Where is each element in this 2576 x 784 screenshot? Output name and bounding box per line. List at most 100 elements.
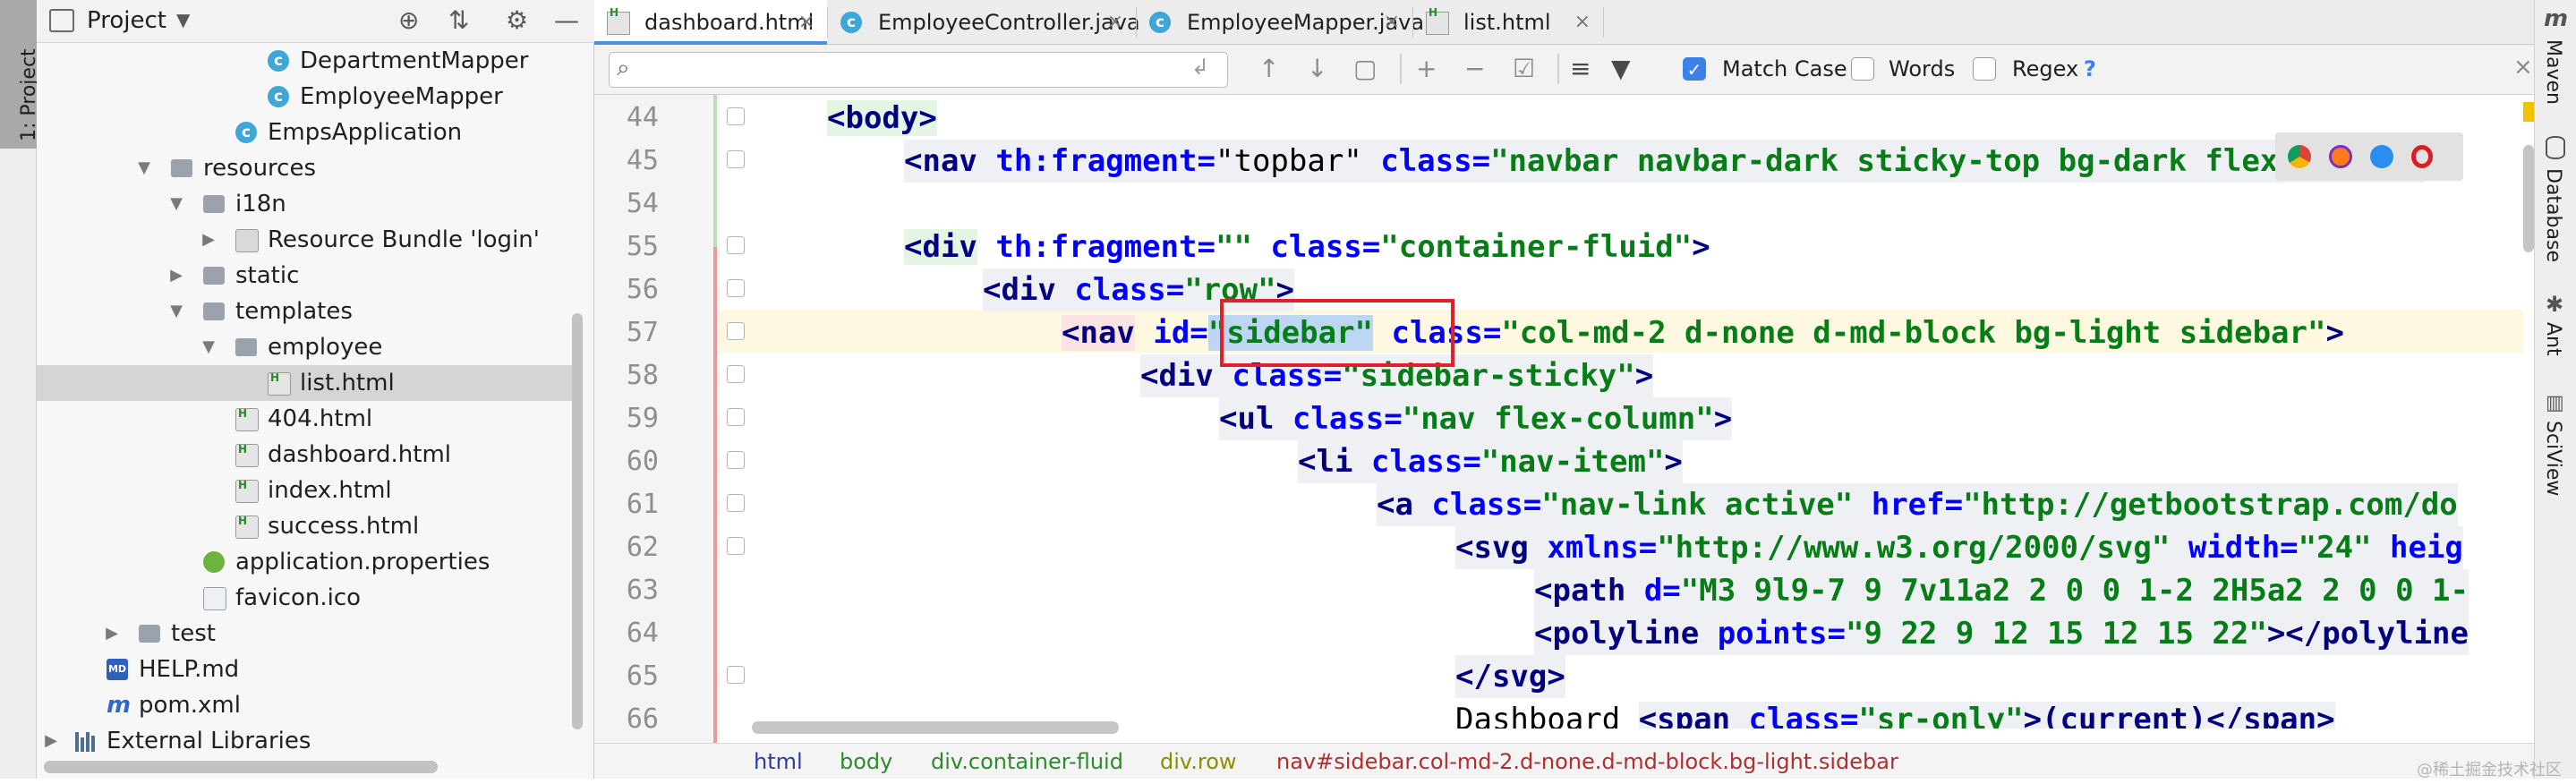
close-icon[interactable]: × — [798, 11, 815, 33]
tree-item-success-html[interactable]: success.html — [37, 503, 574, 544]
expanded-arrow-icon[interactable]: ▼ — [170, 194, 183, 213]
fold-marker[interactable] — [727, 408, 745, 426]
fold-marker[interactable] — [727, 494, 745, 512]
add-occurrence-icon[interactable]: + — [1416, 54, 1437, 83]
fold-marker[interactable] — [727, 537, 745, 555]
tree-item-dashboard-html[interactable]: dashboard.html — [37, 431, 574, 473]
filter-search-results-icon[interactable]: ≡ — [1570, 54, 1591, 83]
previous-occurrence-icon[interactable]: ↑ — [1258, 54, 1280, 83]
project-panel-header: Project ▼ ⊕ ⇅ ⚙ — — [37, 0, 594, 43]
warning-marker-icon[interactable] — [2523, 102, 2534, 122]
breadcrumb-item[interactable]: nav#sidebar.col-md-2.d-none.d-md-block.b… — [1276, 749, 1898, 774]
search-input[interactable]: ⌕ ↲ — [609, 52, 1228, 88]
tree-item-i18n[interactable]: ▼ i18n — [37, 186, 574, 222]
tab-separator — [1412, 7, 1413, 38]
remove-occurrence-icon[interactable]: − — [1464, 54, 1486, 83]
close-icon[interactable]: × — [1106, 11, 1123, 33]
fold-marker[interactable] — [727, 322, 745, 340]
tab-employeemapper-java[interactable]: c EmployeeMapper.java × — [1137, 0, 1424, 45]
breadcrumb-item[interactable]: div.container-fluid — [931, 749, 1123, 774]
editor-horizontal-scrollbar[interactable] — [752, 721, 1119, 734]
match-case-checkbox[interactable]: ✓ — [1683, 57, 1706, 81]
maven-icon[interactable]: m — [2544, 5, 2569, 32]
tree-item-external-libraries[interactable]: ▶ External Libraries — [37, 723, 574, 759]
tree-item-404-html[interactable]: 404.html — [37, 396, 574, 437]
project-panel-vertical-scrollbar[interactable] — [572, 313, 583, 729]
tree-item-employeemapper[interactable]: c EmployeeMapper — [37, 79, 574, 115]
firefox-icon[interactable] — [2329, 145, 2352, 168]
database-tool-window-tab[interactable]: Database — [2542, 168, 2564, 262]
tree-item-resource-bundle-login[interactable]: ▶ Resource Bundle 'login' — [37, 222, 574, 258]
tree-item-static[interactable]: ▶ static — [37, 258, 574, 294]
database-icon[interactable] — [2546, 136, 2565, 159]
collapse-all-icon[interactable]: ⇅ — [448, 5, 470, 35]
breadcrumb-item[interactable]: body — [840, 749, 893, 774]
tree-item-empsapplication[interactable]: c EmpsApplication — [37, 115, 574, 150]
close-icon[interactable]: × — [2513, 54, 2533, 81]
tree-item-employee[interactable]: ▼ employee — [37, 329, 574, 365]
expanded-arrow-icon[interactable]: ▼ — [170, 302, 183, 320]
search-field[interactable] — [651, 55, 1170, 83]
tree-item-pom-xml[interactable]: m pom.xml — [107, 692, 241, 719]
locate-file-icon[interactable]: ⊕ — [398, 5, 420, 35]
select-all-occurrences-icon[interactable]: ▢ — [1353, 54, 1378, 83]
safari-icon[interactable] — [2370, 145, 2393, 168]
expanded-arrow-icon[interactable]: ▼ — [202, 337, 215, 356]
fold-marker[interactable] — [727, 365, 745, 383]
expanded-arrow-icon[interactable]: ▼ — [138, 158, 150, 177]
collapsed-arrow-icon[interactable]: ▶ — [170, 266, 183, 285]
close-icon[interactable]: × — [1383, 11, 1400, 33]
fold-marker[interactable] — [727, 107, 745, 125]
fold-marker[interactable] — [727, 666, 745, 684]
filter-icon[interactable]: ▼ — [1611, 54, 1631, 83]
html-file-icon — [268, 360, 291, 396]
tree-item-departmentmapper[interactable]: c DepartmentMapper — [37, 43, 574, 79]
hide-panel-icon[interactable]: — — [554, 5, 579, 35]
breadcrumb-item[interactable]: div.row — [1160, 749, 1237, 774]
editor-vertical-scrollbar[interactable] — [2523, 95, 2534, 743]
tree-item-resources[interactable]: ▼ resources — [37, 150, 574, 186]
maven-tool-window-tab[interactable]: Maven — [2542, 39, 2564, 105]
fold-marker[interactable] — [727, 279, 745, 297]
gear-icon[interactable]: ⚙ — [506, 5, 529, 35]
ant-tool-window-tab[interactable]: Ant — [2542, 322, 2564, 356]
next-occurrence-icon[interactable]: ↓ — [1307, 54, 1328, 83]
breadcrumb-item[interactable]: html — [754, 749, 803, 774]
tree-item-list-html[interactable]: list.html — [37, 360, 574, 401]
fold-marker[interactable] — [727, 451, 745, 469]
close-icon[interactable]: × — [1574, 11, 1591, 33]
collapsed-arrow-icon[interactable]: ▶ — [106, 624, 118, 643]
tab-dashboard-html[interactable]: dashboard.html × — [594, 0, 827, 45]
tree-item-index-html[interactable]: index.html — [37, 467, 574, 508]
editor-scroll-thumb[interactable] — [2523, 145, 2534, 252]
maven-icon: m — [107, 692, 132, 719]
regex-help-link[interactable]: ? — [2084, 56, 2096, 81]
fold-marker[interactable] — [727, 150, 745, 168]
chrome-icon[interactable] — [2288, 145, 2311, 168]
collapsed-arrow-icon[interactable]: ▶ — [202, 230, 215, 249]
tree-item-test[interactable]: ▶ test — [37, 616, 574, 652]
regex-checkbox[interactable] — [1973, 57, 1996, 81]
opera-icon[interactable] — [2411, 145, 2433, 168]
tab-employeecontroller-java[interactable]: c EmployeeController.java × — [828, 0, 1140, 45]
sciview-tool-window-tab[interactable]: SciView — [2542, 421, 2564, 497]
tree-item-favicon-ico[interactable]: favicon.ico — [37, 580, 574, 616]
project-panel-title[interactable]: Project — [87, 7, 166, 34]
tree-item-help-md[interactable]: MD HELP.md — [107, 656, 240, 683]
fold-marker[interactable] — [727, 236, 745, 254]
sciview-icon[interactable]: ▥ — [2546, 392, 2564, 414]
tree-item-application-properties[interactable]: application.properties — [37, 544, 574, 580]
ant-icon[interactable]: ✱ — [2546, 292, 2564, 317]
code-editor[interactable]: 44 45 54 55 56 57 58 59 60 61 62 63 64 6… — [594, 95, 2534, 743]
resources-folder-icon — [171, 159, 192, 177]
collapsed-arrow-icon[interactable]: ▶ — [45, 731, 57, 750]
select-occurrences-icon[interactable]: ☑ — [1513, 54, 1536, 83]
tab-list-html[interactable]: list.html × — [1413, 0, 1603, 45]
code-line: <path d="M3 9l9-7 9 7v11a2 2 0 0 1-2 2H5… — [594, 569, 2534, 612]
search-history-icon[interactable]: ↲ — [1191, 55, 1210, 80]
chevron-down-icon[interactable]: ▼ — [176, 9, 191, 30]
words-checkbox[interactable] — [1851, 57, 1874, 81]
search-match-highlight: "sidebar" — [1207, 315, 1374, 351]
tree-item-templates[interactable]: ▼ templates — [37, 294, 574, 329]
project-panel-horizontal-scrollbar[interactable] — [44, 761, 438, 773]
